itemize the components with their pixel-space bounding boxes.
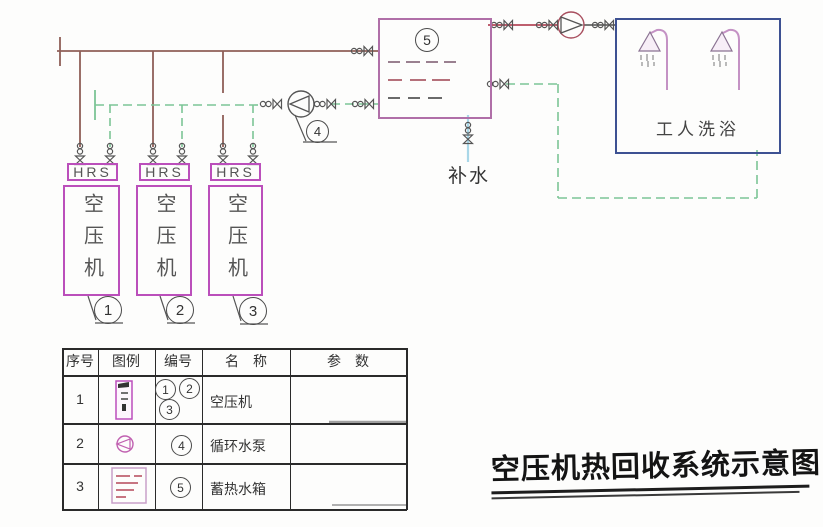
legend-name: 蓄热水箱 (210, 481, 266, 497)
shower-head-icon (709, 28, 740, 90)
legend-number-2: 2 (179, 378, 200, 399)
pump-symbol (115, 435, 134, 453)
tank-symbol (111, 467, 147, 504)
makeup-water-label: 补水 (448, 166, 491, 187)
col-header-number: 编号 (164, 353, 192, 369)
hrs-box: HRS (210, 163, 261, 181)
shower-head-icon (637, 28, 668, 90)
storage-tank-box (378, 18, 492, 119)
row-index: 3 (76, 478, 84, 494)
row-index: 2 (76, 435, 84, 451)
col-header-params: 参 数 (327, 353, 369, 369)
legend-number-5: 5 (170, 477, 191, 498)
compressor-box-3: 空压机 (208, 185, 263, 296)
tank-level-lines (388, 61, 456, 99)
hrs-box: HRS (67, 163, 118, 181)
shower-return-pipe (506, 83, 758, 199)
shower-pump-icon (557, 11, 585, 39)
compressor-label: 空压机 (224, 192, 247, 289)
compressor-box-2: 空压机 (136, 185, 192, 296)
row-index: 1 (76, 391, 84, 407)
compressor-label: 空压机 (80, 192, 103, 289)
equipment-number-3: 3 (239, 297, 267, 325)
valve-icon (351, 98, 375, 110)
legend-number-1: 1 (155, 379, 176, 400)
hrs-box: HRS (139, 163, 190, 181)
col-header-index: 序号 (66, 353, 94, 369)
hrs-label: HRS (73, 164, 112, 180)
legend-number-3: 3 (159, 399, 180, 420)
drawing-title: 空压机热回收系统示意图 (490, 447, 822, 487)
shower-room-label: 工人洗浴 (656, 120, 740, 139)
shower-room-box: 工人洗浴 (615, 18, 781, 154)
drawing-title-block: 空压机热回收系统示意图 (490, 440, 822, 500)
compressor-box-1: 空压机 (63, 185, 120, 296)
equipment-number-2: 2 (166, 296, 194, 324)
scan-artifact (329, 420, 406, 506)
col-header-symbol: 图例 (112, 353, 140, 369)
equipment-number-5: 5 (415, 28, 439, 52)
hot-water-pipe (57, 37, 378, 147)
hrs-label: HRS (145, 164, 184, 180)
legend-name: 空压机 (210, 394, 252, 410)
return-pipe-green (94, 90, 378, 147)
legend-name: 循环水泵 (210, 438, 266, 454)
equipment-number-1: 1 (94, 296, 122, 324)
supply-pipe-red (488, 11, 615, 39)
legend-table: 序号 图例 编号 名 称 参 数 1 2 3 空压机 循环水泵 蓄热水箱 (62, 348, 408, 511)
col-header-name: 名 称 (225, 353, 267, 369)
valve-icon (259, 98, 283, 110)
hrs-label: HRS (216, 164, 255, 180)
equipment-number-4: 4 (306, 120, 329, 143)
legend-number-4: 4 (171, 435, 192, 456)
compressor-label: 空压机 (153, 192, 175, 289)
compressor-symbol (115, 380, 133, 420)
